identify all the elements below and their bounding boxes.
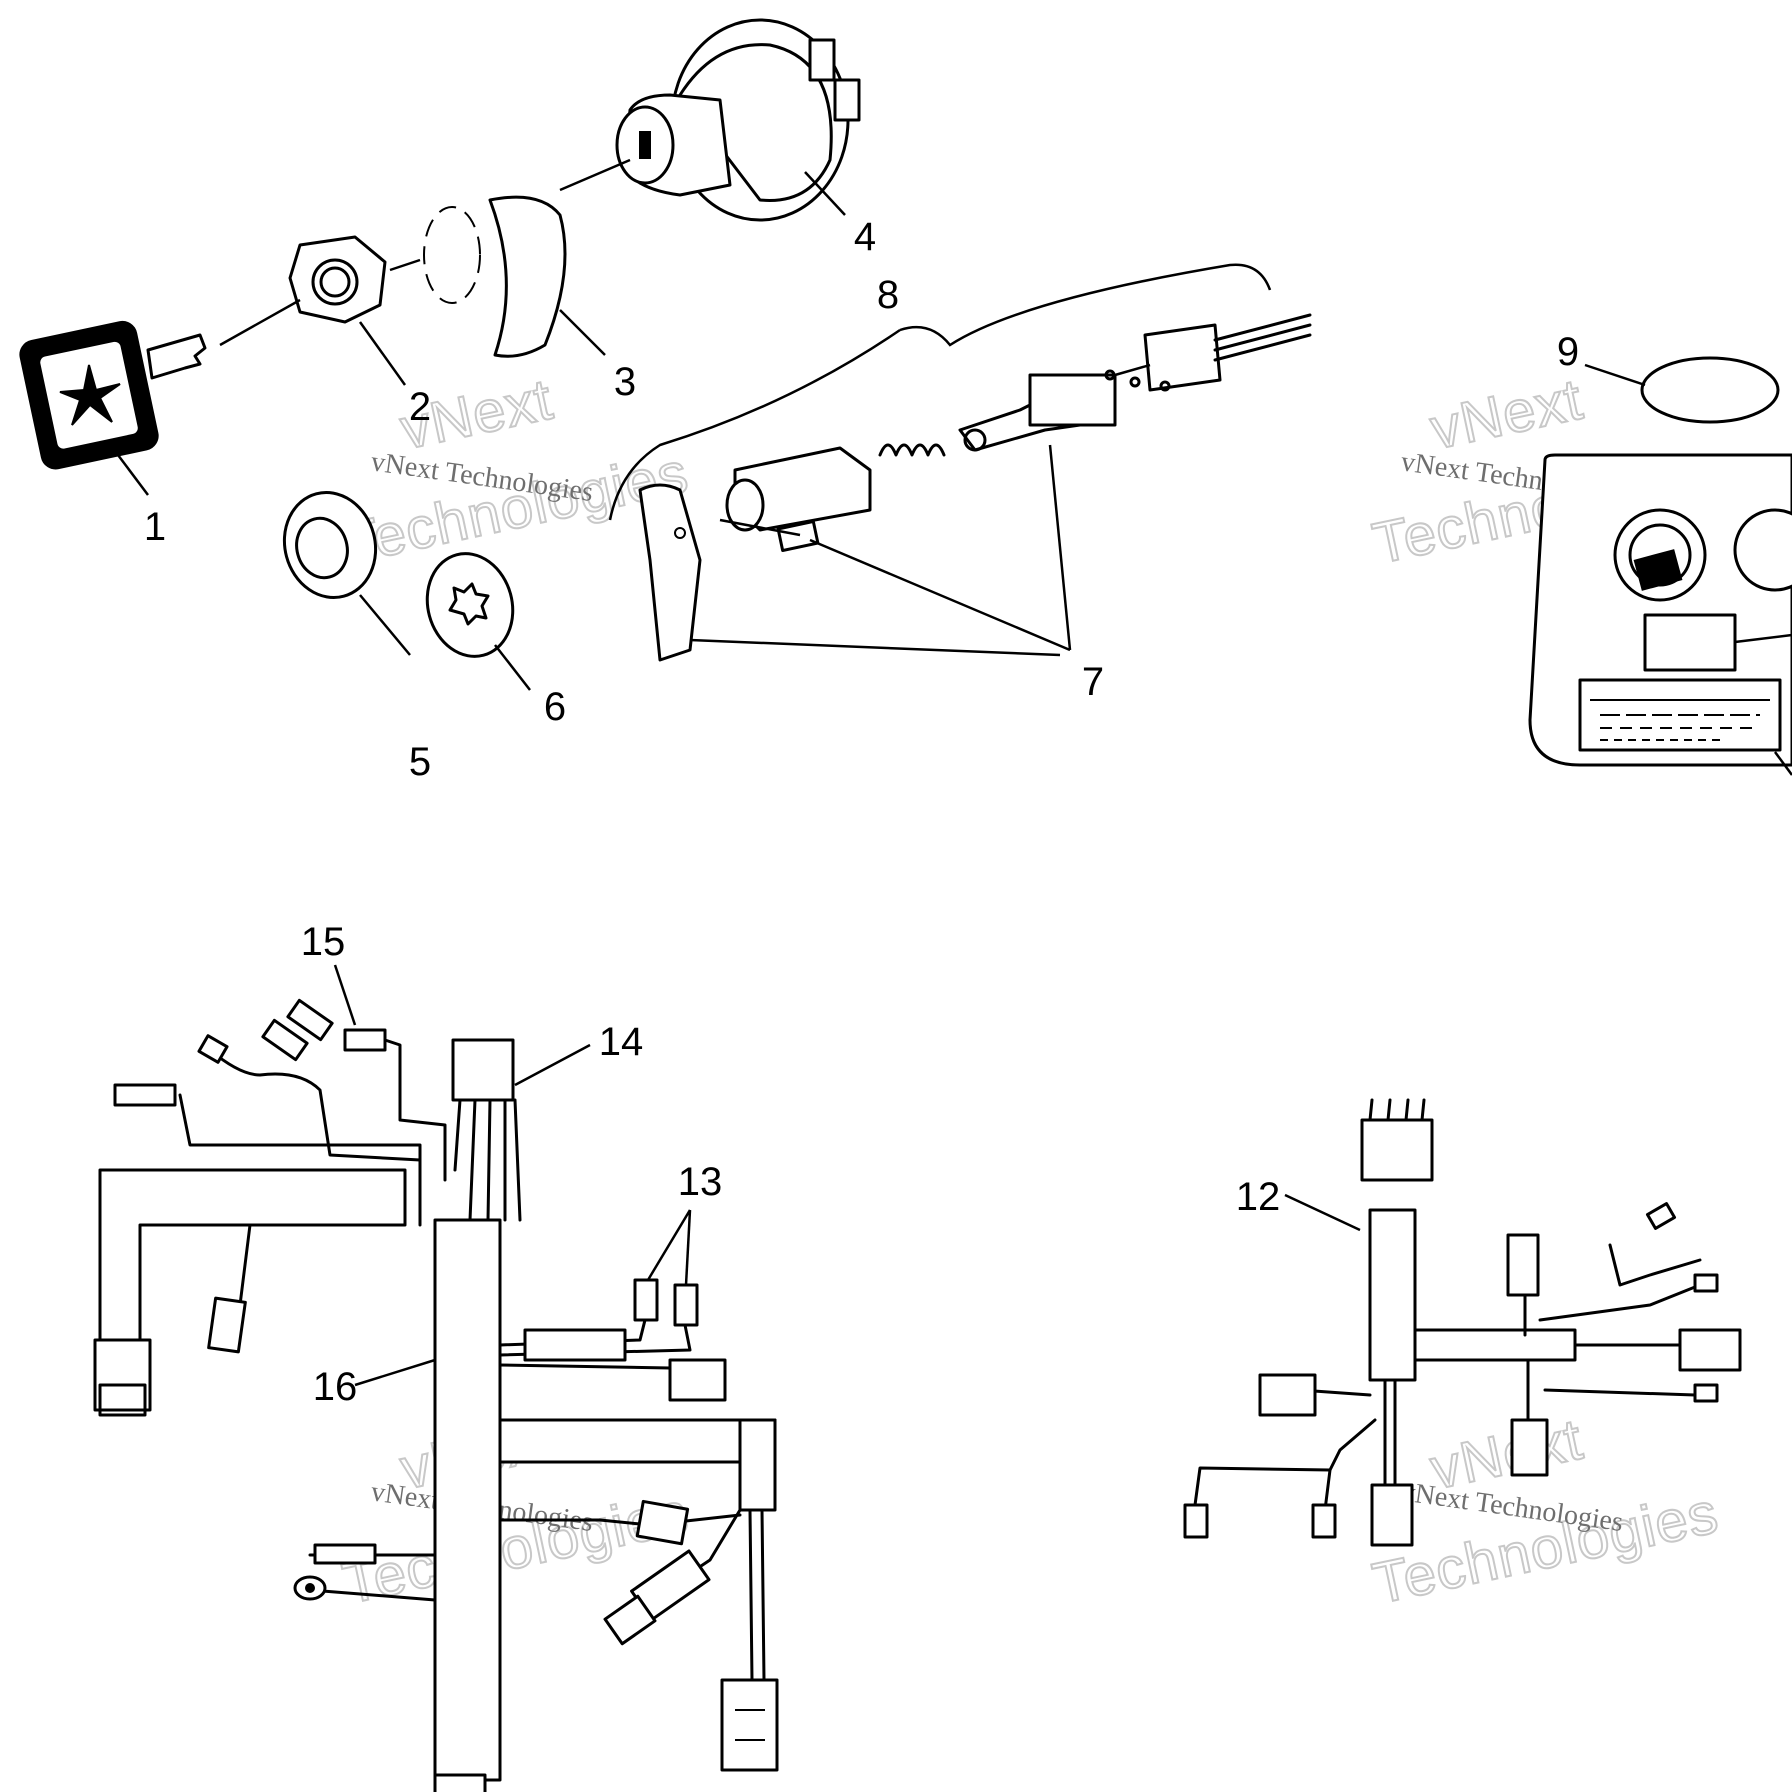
main-harness-part [93, 998, 779, 1792]
callout-5: 5 [409, 740, 431, 784]
leader-14 [514, 1043, 591, 1087]
watermark-line1: vNext [1425, 367, 1588, 462]
ring-part [282, 490, 411, 656]
lever-assembly-part [638, 373, 1117, 662]
callout-4: 4 [854, 215, 876, 259]
callout-8: 8 [877, 273, 899, 317]
callout-16: 16 [313, 1365, 358, 1409]
key-part [19, 320, 207, 496]
callout-14: 14 [599, 1020, 644, 1064]
bezel-part [389, 195, 606, 358]
callout-15: 15 [301, 920, 346, 964]
leader-13b [684, 1209, 692, 1286]
lock-washer-part [425, 552, 531, 691]
callout-6: 6 [544, 685, 566, 729]
callout-3: 3 [614, 360, 636, 404]
callout-12: 12 [1236, 1175, 1281, 1219]
dash-panel-part [1528, 356, 1792, 776]
leader-15 [333, 964, 357, 1026]
nut-part [219, 235, 407, 386]
switch-wiring-part [608, 263, 1312, 521]
callout-9: 9 [1557, 330, 1579, 374]
callout-13: 13 [678, 1160, 723, 1204]
callout-7: 7 [1082, 660, 1104, 704]
ignition-switch-part [559, 18, 861, 222]
callout-2: 2 [409, 385, 431, 429]
leader-16 [354, 1358, 436, 1387]
callout-1: 1 [144, 505, 166, 549]
leader-12 [1284, 1193, 1361, 1232]
aux-harness-part [1183, 1098, 1742, 1547]
leader-13a [646, 1209, 692, 1281]
